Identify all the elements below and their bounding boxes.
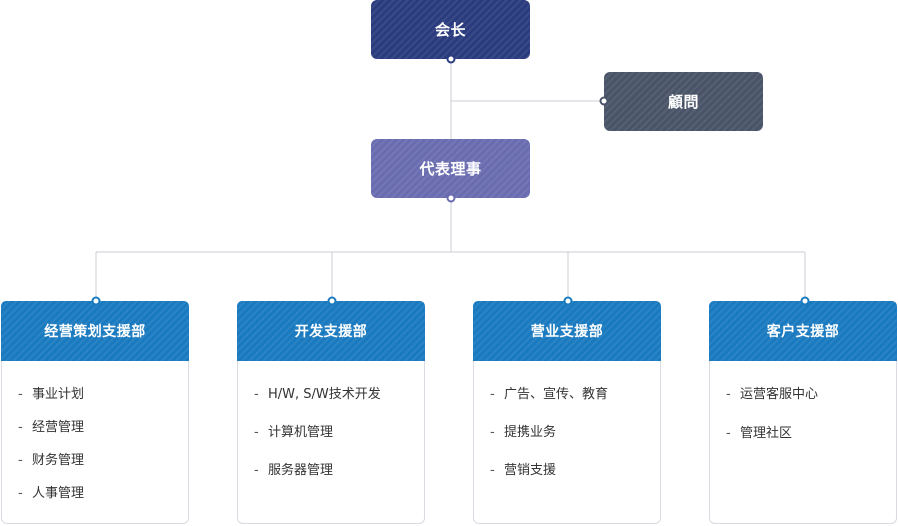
list-item: -计算机管理	[254, 423, 424, 442]
department-item-list: -H/W, S/W技术开发 -计算机管理 -服务器管理	[238, 361, 424, 480]
dash-icon: -	[18, 387, 23, 402]
dash-icon: -	[490, 463, 495, 478]
dash-icon: -	[18, 486, 23, 501]
list-item: -广告、宣传、教育	[490, 385, 660, 404]
ceo-connector-dot	[446, 193, 456, 203]
department-title: 客户支援部	[766, 324, 840, 340]
list-item-label: 人事管理	[32, 486, 85, 501]
chairman-connector-dot	[446, 54, 456, 64]
list-item: -财务管理	[18, 451, 188, 470]
department-title: 经营策划支援部	[44, 324, 146, 340]
department-header: 开发支援部	[237, 301, 425, 361]
dash-icon: -	[490, 425, 495, 440]
list-item: -运营客服中心	[726, 385, 896, 404]
list-item: -H/W, S/W技术开发	[254, 385, 424, 404]
dept-1-connector-dot	[91, 296, 101, 306]
department-item-list: -广告、宣传、教育 -提携业务 -营销支援	[474, 361, 660, 480]
department-card: 营业支援部 -广告、宣传、教育 -提携业务 -营销支援	[473, 301, 661, 524]
advisor-connector-dot	[599, 96, 609, 106]
ceo-label: 代表理事	[419, 160, 482, 178]
dash-icon: -	[726, 387, 731, 402]
department-card: 客户支援部 -运营客服中心 -管理社区	[709, 301, 897, 524]
list-item-label: 广告、宣传、教育	[504, 387, 609, 402]
list-item-label: 运营客服中心	[740, 387, 819, 402]
department-title: 营业支援部	[530, 324, 604, 340]
dash-icon: -	[254, 425, 259, 440]
ceo-node: 代表理事	[371, 139, 530, 198]
department-item-list: -事业计划 -经营管理 -财务管理 -人事管理	[2, 361, 188, 503]
department-card: 经营策划支援部 -事业计划 -经营管理 -财务管理 -人事管理	[1, 301, 189, 524]
list-item: -管理社区	[726, 424, 896, 443]
list-item: -服务器管理	[254, 461, 424, 480]
list-item-label: 提携业务	[504, 425, 557, 440]
dash-icon: -	[726, 426, 731, 441]
list-item: -事业计划	[18, 385, 188, 404]
list-item-label: 事业计划	[32, 387, 85, 402]
list-item: -人事管理	[18, 484, 188, 503]
list-item: -经营管理	[18, 418, 188, 437]
chairman-node: 会长	[371, 0, 530, 59]
dash-icon: -	[254, 387, 259, 402]
list-item-label: H/W, S/W技术开发	[268, 387, 381, 402]
chairman-label: 会长	[434, 21, 466, 39]
advisor-node: 顧問	[604, 72, 763, 131]
dash-icon: -	[18, 420, 23, 435]
list-item: -提携业务	[490, 423, 660, 442]
dept-3-connector-dot	[563, 296, 573, 306]
list-item: -营销支援	[490, 461, 660, 480]
list-item-label: 服务器管理	[268, 463, 334, 478]
department-header: 营业支援部	[473, 301, 661, 361]
dash-icon: -	[254, 463, 259, 478]
list-item-label: 管理社区	[740, 426, 793, 441]
list-item-label: 财务管理	[32, 453, 85, 468]
list-item-label: 经营管理	[32, 420, 85, 435]
list-item-label: 计算机管理	[268, 425, 334, 440]
dept-4-connector-dot	[800, 296, 810, 306]
dash-icon: -	[490, 387, 495, 402]
department-title: 开发支援部	[294, 324, 368, 340]
dept-2-connector-dot	[327, 296, 337, 306]
department-item-list: -运营客服中心 -管理社区	[710, 361, 896, 443]
advisor-label: 顧問	[667, 93, 699, 111]
list-item-label: 营销支援	[504, 463, 557, 478]
department-header: 经营策划支援部	[1, 301, 189, 361]
dash-icon: -	[18, 453, 23, 468]
department-card: 开发支援部 -H/W, S/W技术开发 -计算机管理 -服务器管理	[237, 301, 425, 524]
department-header: 客户支援部	[709, 301, 897, 361]
